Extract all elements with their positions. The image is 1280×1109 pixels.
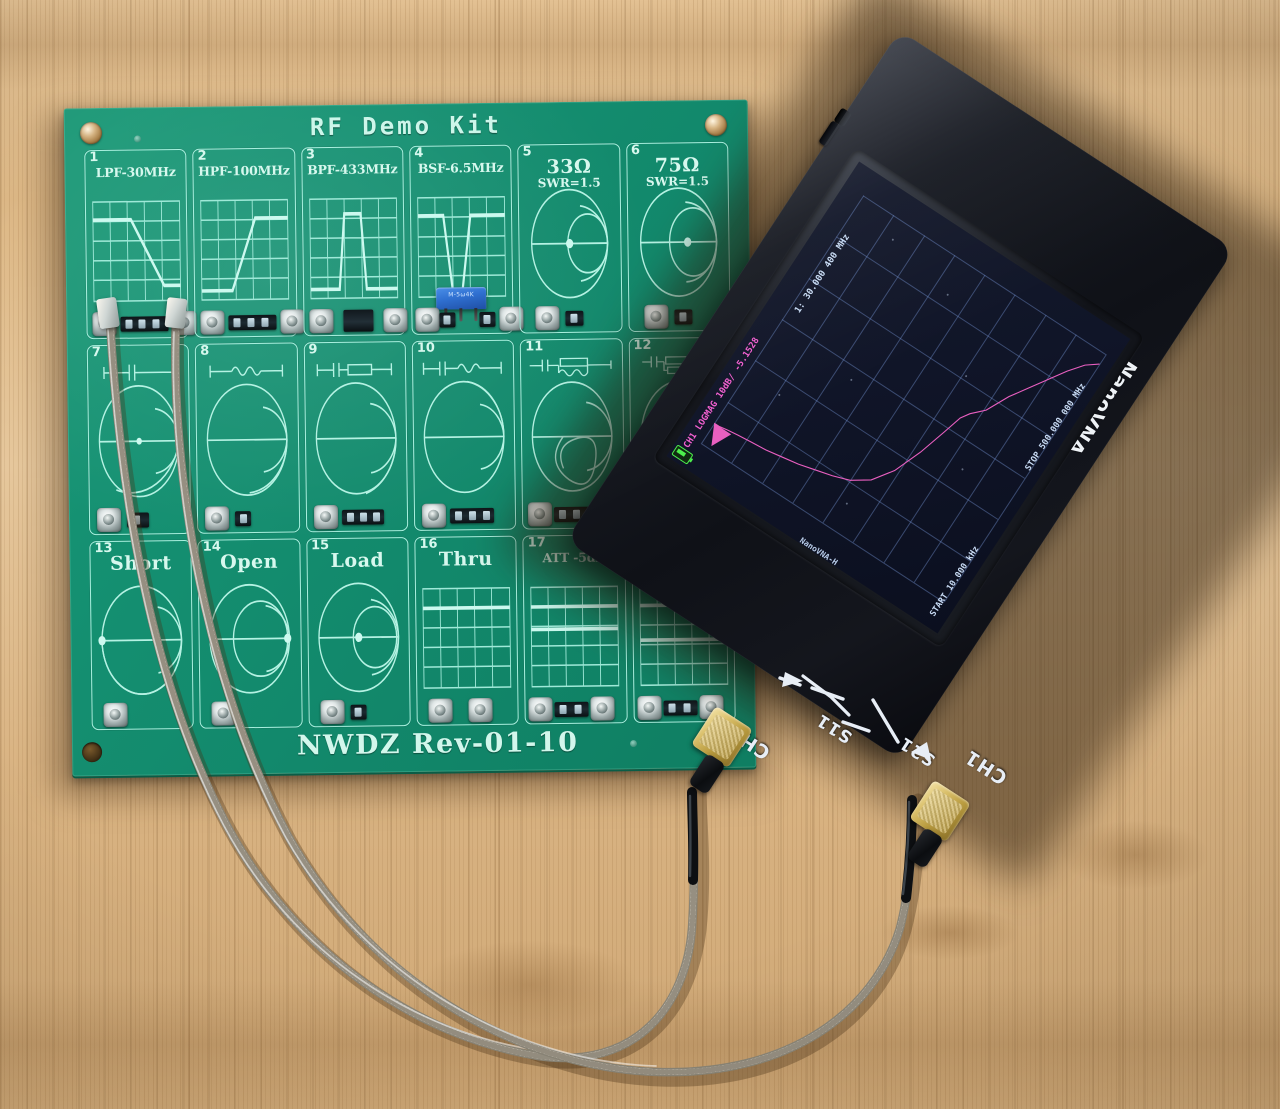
- s21-arrow-head: [911, 742, 931, 760]
- pcb-cell-4: 4 BSF-6.5MHz M-5ω4K: [409, 144, 524, 336]
- wood-shading: [0, 0, 1280, 90]
- pcb-cell-1: 1 LPF-30MHz: [84, 148, 197, 340]
- smith-chart: [524, 184, 616, 303]
- cable-2-pcb-connector[interactable]: [164, 297, 188, 329]
- pcb-cell-3: 3 BPF-433MHz: [300, 146, 408, 337]
- pcb-cell-5: 5 33Ω SWR=1.5: [517, 143, 623, 334]
- pcb-cell-2: 2 HPF-100MHz: [192, 147, 305, 339]
- cable-1-pcb-connector[interactable]: [96, 296, 120, 330]
- bandpass-response-graph: [307, 195, 399, 302]
- wood-knot: [1060, 820, 1210, 890]
- highpass-response-graph: [199, 197, 291, 304]
- lowpass-response-graph: [91, 198, 183, 305]
